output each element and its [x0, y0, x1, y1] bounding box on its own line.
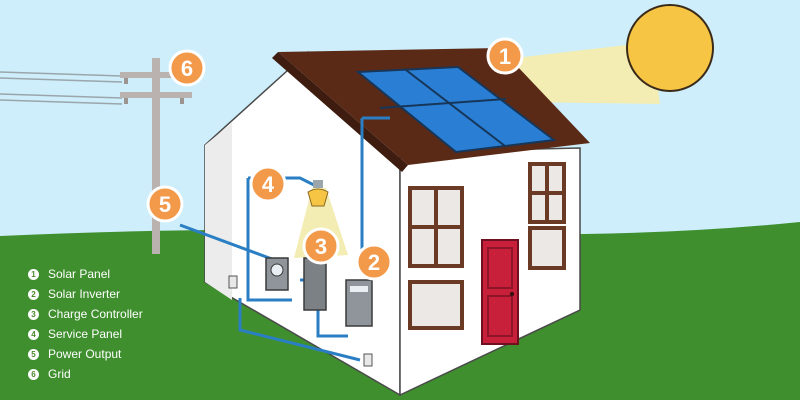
legend-label: Solar Panel: [48, 267, 111, 281]
legend-label: Service Panel: [48, 327, 123, 341]
outlet-icon: [363, 353, 373, 367]
badge-3: 3: [302, 227, 340, 265]
legend-item: 1 Solar Panel: [28, 264, 143, 284]
window-upper-left: [408, 186, 464, 268]
legend-label: Grid: [48, 367, 71, 381]
svg-text:5: 5: [159, 192, 171, 217]
legend-label: Power Output: [48, 347, 122, 361]
light-bulb-icon: [307, 180, 329, 207]
svg-text:3: 3: [315, 234, 327, 259]
legend-item: 3 Charge Controller: [28, 304, 143, 324]
legend-item: 6 Grid: [28, 364, 143, 384]
window-lower-right: [528, 226, 566, 270]
badge-5: 5: [146, 185, 184, 223]
inverter-box: [345, 279, 373, 327]
badge-2: 2: [355, 243, 393, 281]
legend-label: Charge Controller: [48, 307, 143, 321]
legend-number: 5: [28, 348, 39, 360]
badge-6: 6: [168, 49, 206, 87]
legend-item: 5 Power Output: [28, 344, 143, 364]
window-lower-left: [408, 280, 464, 330]
svg-text:6: 6: [181, 56, 193, 81]
badge-1: 1: [486, 37, 524, 75]
legend-number: 1: [28, 268, 39, 280]
legend-item: 2 Solar Inverter: [28, 284, 143, 304]
badge-4: 4: [249, 165, 287, 203]
window-upper-right: [528, 162, 566, 224]
svg-text:4: 4: [262, 172, 275, 197]
legend-number: 6: [28, 368, 39, 380]
sun-beam: [515, 42, 660, 104]
outlet-icon: [228, 275, 238, 289]
front-door: [481, 239, 519, 345]
service-panel-box: [265, 257, 289, 291]
legend: 1 Solar Panel 2 Solar Inverter 3 Charge …: [28, 264, 143, 384]
legend-number: 3: [28, 308, 39, 320]
svg-text:2: 2: [368, 250, 380, 275]
sun: [626, 4, 714, 92]
solar-panels: [355, 65, 557, 154]
legend-label: Solar Inverter: [48, 287, 121, 301]
legend-item: 4 Service Panel: [28, 324, 143, 344]
legend-number: 4: [28, 328, 39, 340]
charge-controller-box: [303, 257, 327, 311]
legend-number: 2: [28, 288, 39, 300]
svg-text:1: 1: [499, 44, 511, 69]
